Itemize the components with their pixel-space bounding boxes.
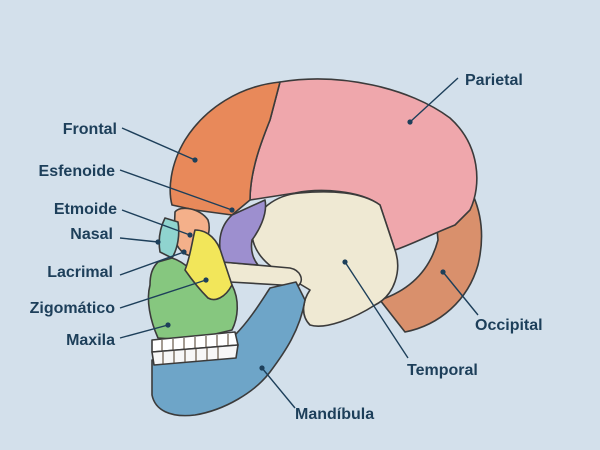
teeth	[151, 331, 239, 366]
label-etmoide: Etmoide	[54, 201, 117, 218]
temporal-bone	[251, 191, 399, 327]
label-frontal: Frontal	[63, 121, 117, 138]
zigomatico-bone	[184, 229, 233, 301]
nasal-bone	[158, 217, 180, 259]
label-nasal: Nasal	[70, 226, 113, 243]
leader-lines	[119, 77, 479, 409]
label-zigomatico: Zigomático	[30, 300, 116, 317]
label-lacrimal: Lacrimal	[47, 264, 113, 281]
label-maxila: Maxila	[66, 332, 115, 349]
esfenoide-bone	[218, 199, 267, 266]
label-occipital: Occipital	[475, 317, 543, 334]
label-esfenoide: Esfenoide	[39, 163, 116, 180]
label-temporal: Temporal	[407, 362, 478, 379]
label-parietal: Parietal	[465, 72, 523, 89]
frontal-bone	[169, 81, 281, 216]
label-mandibula: Mandíbula	[295, 406, 374, 423]
